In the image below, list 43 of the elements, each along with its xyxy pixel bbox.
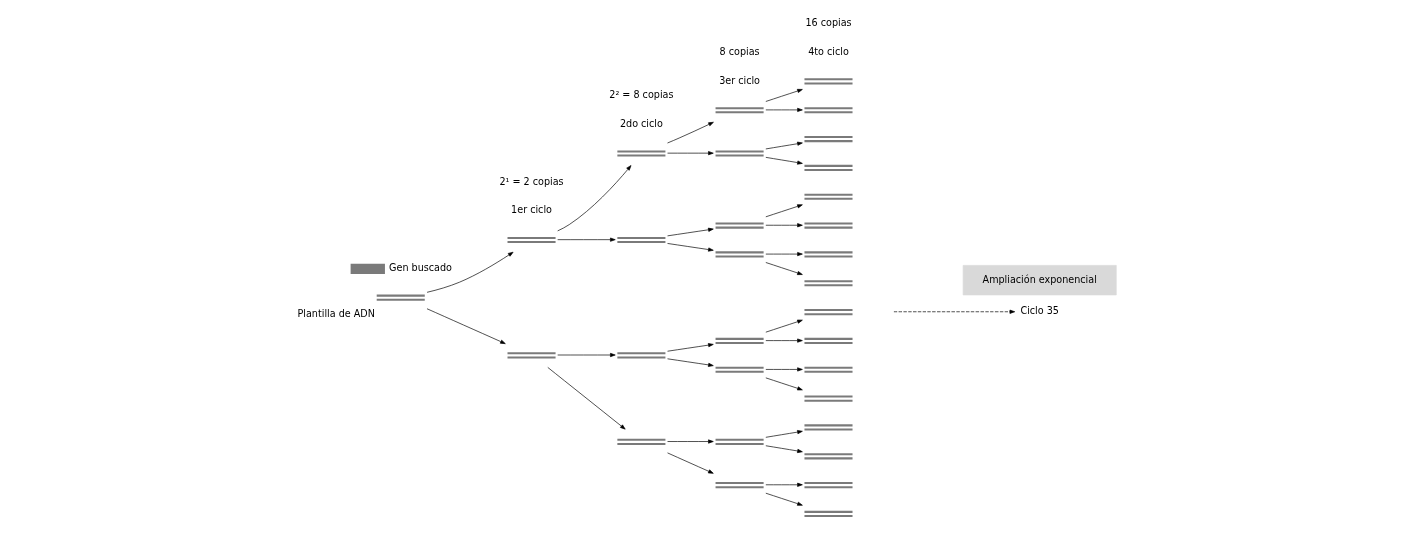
label: 4to ciclo — [807, 45, 849, 57]
arrow — [764, 89, 803, 102]
arrow — [666, 452, 714, 474]
label: 2¹ = 2 copias — [498, 175, 564, 187]
arrow — [666, 243, 714, 252]
node-box: Ampliación exponencial — [962, 265, 1117, 296]
arrow — [764, 319, 803, 333]
arrow — [764, 262, 803, 275]
arrow — [764, 157, 803, 165]
node-text: Ciclo 35 — [1019, 305, 1059, 317]
label: 8 copias — [719, 45, 760, 57]
arrow — [764, 445, 803, 453]
legend-label: Gen buscado — [388, 262, 452, 274]
node-label: Plantilla de ADN — [296, 308, 375, 320]
arrow — [764, 430, 803, 438]
arrow — [426, 308, 506, 344]
arrow — [666, 439, 714, 444]
arrow — [764, 482, 803, 487]
arrow — [764, 223, 803, 228]
arrow — [764, 252, 803, 257]
label: 1er ciclo — [510, 204, 552, 216]
arrow — [764, 492, 803, 506]
arrow — [556, 353, 616, 358]
label: 2² = 8 copias — [608, 89, 673, 101]
arrow — [556, 237, 616, 242]
arrow — [764, 141, 803, 150]
label: 2do ciclo — [619, 117, 663, 129]
arrow — [764, 204, 803, 218]
arrow — [764, 377, 803, 391]
label: 3er ciclo — [718, 74, 760, 86]
arrow — [764, 338, 803, 343]
arrow — [556, 165, 631, 232]
arrow — [764, 367, 803, 372]
arrow — [893, 309, 1015, 314]
arrow — [546, 367, 626, 430]
arrow — [666, 227, 714, 237]
label: 16 copias — [804, 16, 852, 28]
arrow — [426, 251, 513, 293]
arrow — [666, 358, 714, 367]
arrow — [666, 151, 714, 156]
arrow — [666, 121, 714, 144]
arrow — [764, 107, 803, 112]
arrow — [666, 343, 714, 352]
